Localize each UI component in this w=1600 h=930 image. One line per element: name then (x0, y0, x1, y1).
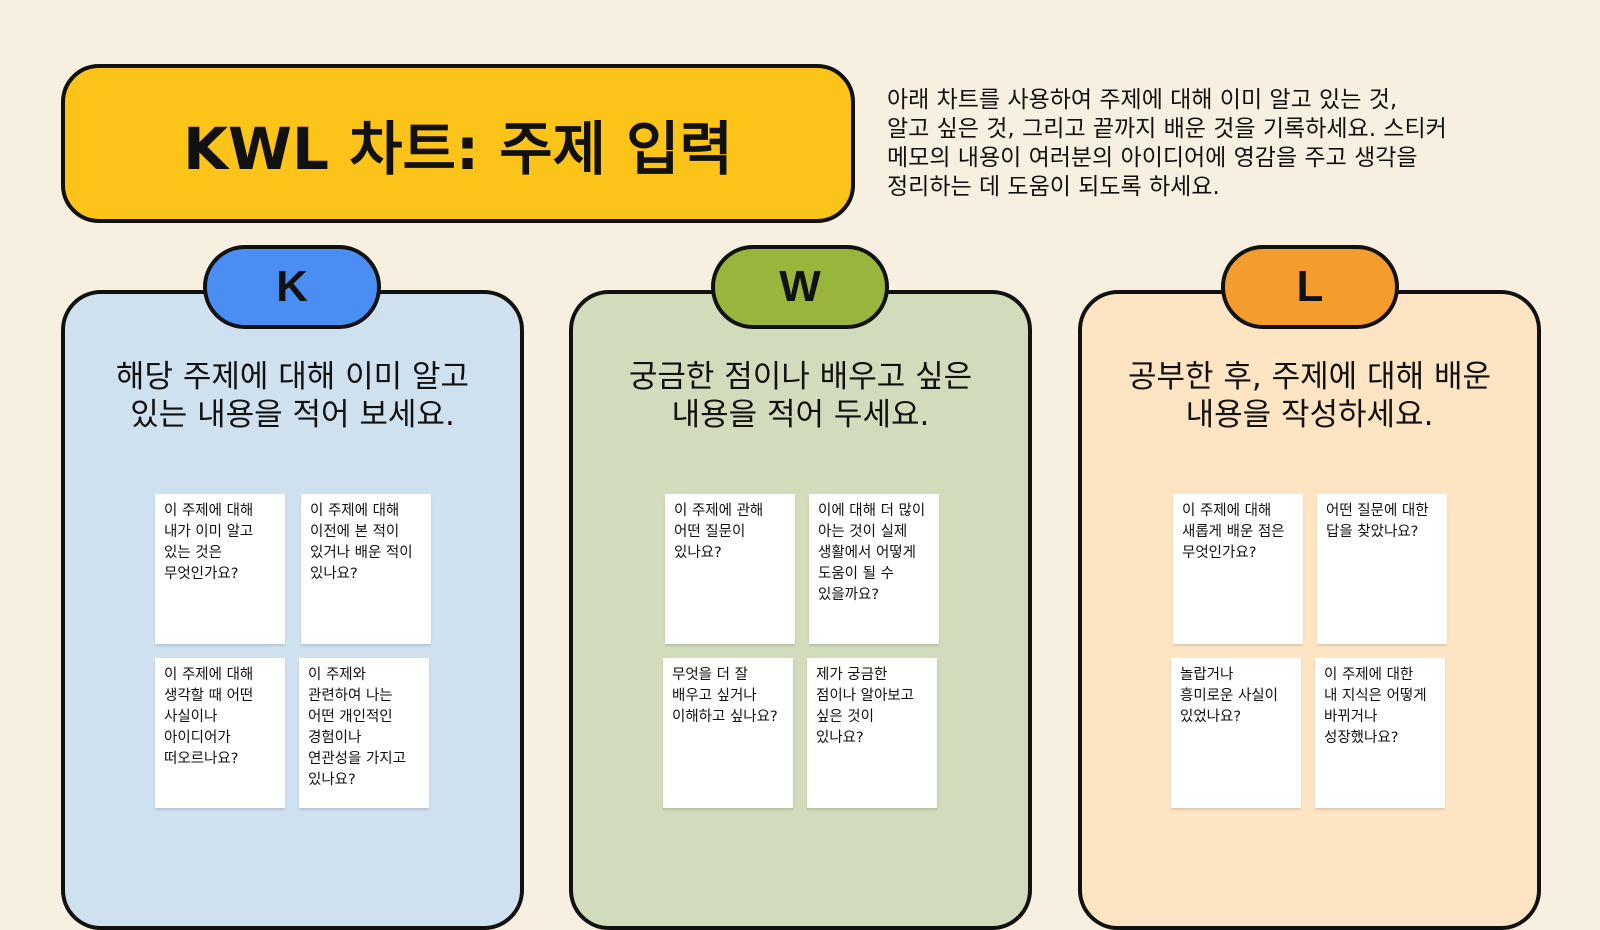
w-sticky-note-3[interactable]: 무엇을 더 잘 배우고 싶거나 이해하고 싶나요? (663, 658, 793, 808)
l-sticky-note-2[interactable]: 어떤 질문에 대한 답을 찾았나요? (1317, 494, 1447, 644)
w-sticky-note-1[interactable]: 이 주제에 관해 어떤 질문이 있나요? (665, 494, 795, 644)
l-panel: 공부한 후, 주제에 대해 배운 내용을 작성하세요. (1078, 290, 1541, 930)
w-tab[interactable]: W (711, 245, 889, 329)
w-panel-heading: 궁금한 점이나 배우고 싶은 내용을 적어 두세요. (628, 359, 973, 433)
title-banner[interactable]: KWL 차트: 주제 입력 (61, 64, 855, 223)
instructions-text: 아래 차트를 사용하여 주제에 대해 이미 알고 있는 것, 알고 싶은 것, … (887, 87, 1447, 200)
k-sticky-note-1[interactable]: 이 주제에 대해 내가 이미 알고 있는 것은 무엇인가요? (155, 494, 285, 644)
l-panel-heading: 공부한 후, 주제에 대해 배운 내용을 작성하세요. (1128, 359, 1491, 433)
k-sticky-note-2[interactable]: 이 주제에 대해 이전에 본 적이 있거나 배운 적이 있나요? (301, 494, 431, 644)
k-panel-heading: 해당 주제에 대해 이미 알고 있는 내용을 적어 보세요. (115, 359, 470, 433)
w-sticky-note-2[interactable]: 이에 대해 더 많이 아는 것이 실제 생활에서 어떻게 도움이 될 수 있을까… (809, 494, 939, 644)
k-sticky-note-3[interactable]: 이 주제에 대해 생각할 때 어떤 사실이나 아이디어가 떠오르나요? (155, 658, 285, 808)
page-title: KWL 차트: 주제 입력 (183, 114, 733, 183)
k-panel: 해당 주제에 대해 이미 알고 있는 내용을 적어 보세요. (61, 290, 524, 930)
l-sticky-note-1[interactable]: 이 주제에 대해 새롭게 배운 점은 무엇인가요? (1173, 494, 1303, 644)
k-sticky-note-4[interactable]: 이 주제와 관련하여 나는 어떤 개인적인 경험이나 연관성을 가지고 있나요? (299, 658, 429, 808)
l-sticky-note-4[interactable]: 이 주제에 대한 내 지식은 어떻게 바뀌거나 성장했나요? (1315, 658, 1445, 808)
w-sticky-note-4[interactable]: 제가 궁금한 점이나 알아보고 싶은 것이 있나요? (807, 658, 937, 808)
k-tab[interactable]: K (203, 245, 381, 329)
l-sticky-note-3[interactable]: 놀랍거나 흥미로운 사실이 있었나요? (1171, 658, 1301, 808)
w-panel: 궁금한 점이나 배우고 싶은 내용을 적어 두세요. (569, 290, 1032, 930)
l-tab[interactable]: L (1221, 245, 1399, 329)
